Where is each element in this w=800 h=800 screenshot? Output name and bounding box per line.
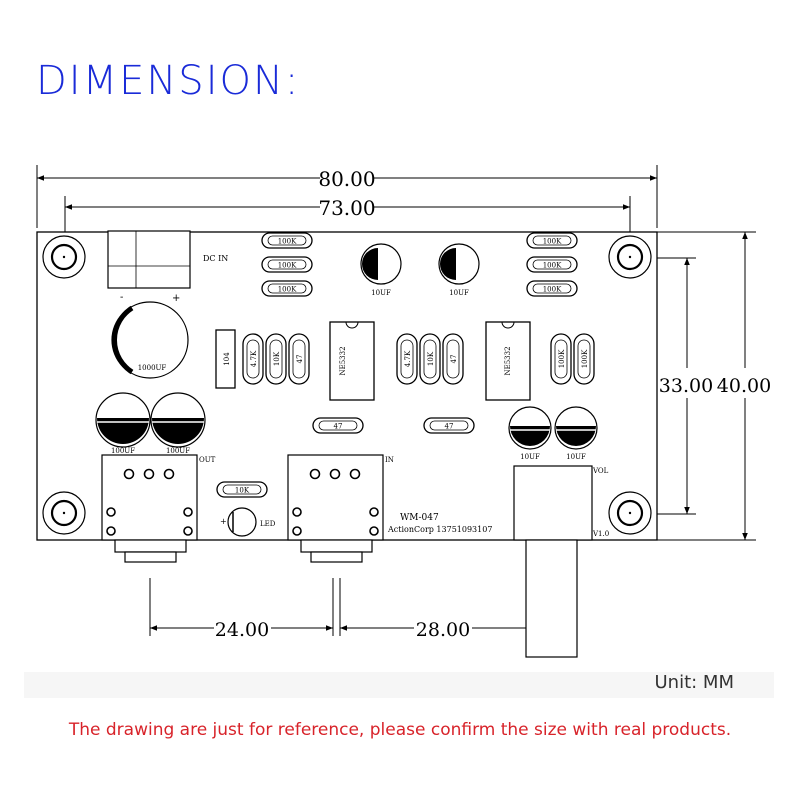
page-title: DIMENSION:	[36, 58, 301, 104]
unit-bar	[24, 672, 774, 698]
svg-text:104: 104	[223, 352, 231, 366]
ic-ne5332-right: NE5332	[485, 321, 531, 401]
resistor-47-horizontal-right: 47	[423, 417, 475, 434]
out-label: OUT	[199, 456, 216, 464]
svg-text:10K: 10K	[427, 351, 435, 366]
dim-hole-width: 73.00	[64, 196, 631, 234]
dim-hole-height-label: 33.00	[659, 375, 713, 397]
version-label: V1.0	[592, 530, 609, 538]
dc-in-jack: DC IN	[107, 230, 228, 289]
capacitor-1000uf-label: 1000UF	[138, 364, 167, 372]
svg-text:47: 47	[296, 355, 304, 364]
svg-text:4.7K: 4.7K	[250, 350, 258, 367]
resistor-4-7k-left: 4.7K	[242, 333, 264, 385]
svg-text:+: +	[172, 293, 180, 304]
svg-text:100K: 100K	[278, 262, 297, 270]
in-label: IN	[385, 456, 394, 464]
svg-text:100UF: 100UF	[111, 447, 135, 455]
svg-text:NE5332: NE5332	[504, 346, 512, 375]
svg-text:10UF: 10UF	[371, 289, 391, 297]
svg-text:10UF: 10UF	[566, 453, 586, 461]
dim-overall-height-label: 40.00	[717, 375, 771, 397]
resistor-10k-led: 10K	[216, 481, 268, 498]
capacitor-100uf-left-2: 100UF	[150, 392, 206, 455]
mounting-hole-bottom-left	[42, 491, 86, 535]
resistor-100k-right-3: 100K	[526, 280, 578, 297]
svg-text:10K: 10K	[273, 351, 281, 366]
resistor-100k-left-3: 100K	[261, 280, 313, 297]
mounting-hole-top-left	[42, 235, 86, 279]
dim-hole-width-label: 73.00	[318, 196, 375, 220]
svg-text:100K: 100K	[278, 238, 297, 246]
capacitor-10uf-bottom-right: 10UF	[554, 406, 598, 461]
mounting-hole-bottom-right	[608, 491, 652, 535]
dim-hole-height: 33.00	[650, 257, 713, 515]
resistor-100k-right-2: 100K	[526, 256, 578, 273]
resistor-100k-vertical-2: 100K	[573, 333, 595, 385]
resistor-10k-right: 10K	[419, 333, 441, 385]
disclaimer-note: The drawing are just for reference, plea…	[68, 720, 732, 740]
dim-out-to-in: 24.00	[149, 578, 334, 641]
svg-text:100K: 100K	[543, 286, 562, 294]
dim-in-to-vol-label: 28.00	[416, 619, 470, 641]
capacitor-10uf-left: 10UF	[360, 243, 402, 297]
svg-text:100UF: 100UF	[166, 447, 190, 455]
capacitor-104: 104	[215, 329, 236, 389]
svg-text:10UF: 10UF	[449, 289, 469, 297]
svg-text:+: +	[220, 517, 227, 526]
led: + LED	[220, 507, 276, 537]
svg-text:NE5332: NE5332	[339, 346, 347, 375]
svg-text:4.7K: 4.7K	[404, 350, 412, 367]
capacitor-1000uf: - + 1000UF	[111, 292, 189, 379]
svg-text:47: 47	[450, 355, 458, 364]
svg-text:100K: 100K	[543, 262, 562, 270]
vol-label: VOL	[592, 467, 609, 475]
dim-overall-width: 80.00	[36, 165, 658, 228]
resistor-47-right: 47	[442, 333, 464, 385]
mounting-hole-top-right	[608, 235, 652, 279]
dc-in-label: DC IN	[203, 254, 228, 263]
model-label: WM-047	[400, 513, 439, 523]
dim-out-to-in-label: 24.00	[215, 619, 269, 641]
svg-text:10K: 10K	[235, 487, 250, 495]
dim-overall-width-label: 80.00	[318, 167, 375, 191]
resistor-10k-left: 10K	[265, 333, 287, 385]
svg-text:47: 47	[445, 423, 454, 431]
capacitor-100uf-left-1: 100UF	[95, 392, 151, 455]
capacitor-10uf-right: 10UF	[438, 243, 480, 297]
resistor-100k-right-1: 100K	[526, 232, 578, 249]
resistor-100k-left-2: 100K	[261, 256, 313, 273]
resistor-100k-left-1: 100K	[261, 232, 313, 249]
resistor-100k-vertical-1: 100K	[550, 333, 572, 385]
svg-text:100K: 100K	[543, 238, 562, 246]
svg-text:100K: 100K	[581, 349, 589, 368]
volume-potentiometer: VOL V1.0	[513, 465, 609, 658]
ic-ne5332-left: NE5332	[329, 321, 375, 401]
svg-text:47: 47	[334, 423, 343, 431]
unit-label: Unit: MM	[654, 672, 735, 693]
audio-jack-in: IN	[287, 454, 394, 563]
audio-jack-out: OUT	[101, 454, 216, 563]
svg-text:10UF: 10UF	[520, 453, 540, 461]
resistor-47-left: 47	[288, 333, 310, 385]
resistor-47-horizontal-left: 47	[312, 417, 364, 434]
resistor-4-7k-right: 4.7K	[396, 333, 418, 385]
maker-label: ActionCorp 13751093107	[387, 525, 492, 534]
dim-overall-height: 40.00	[657, 231, 771, 541]
svg-text:-: -	[120, 292, 123, 303]
dim-in-to-vol: 28.00	[339, 578, 550, 641]
svg-text:100K: 100K	[278, 286, 297, 294]
svg-text:100K: 100K	[558, 349, 566, 368]
led-label: LED	[260, 520, 276, 528]
capacitor-10uf-bottom-left: 10UF	[508, 406, 552, 461]
